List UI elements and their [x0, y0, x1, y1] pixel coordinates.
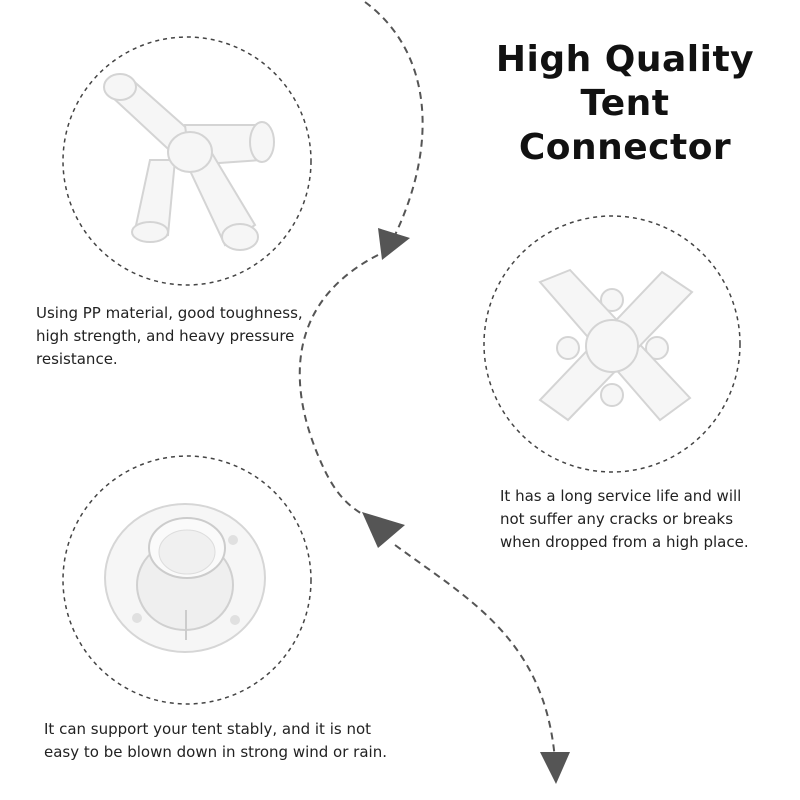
feature-caption-material: Using PP material, good toughness, high …: [36, 302, 326, 371]
caption-line: It can support your tent stably, and it …: [44, 720, 372, 738]
base-connector-image: [104, 503, 266, 653]
angled-connector-image: [103, 73, 275, 251]
flow-path: [298, 1, 556, 761]
title-line-1: High Quality: [495, 39, 755, 80]
caption-line: resistance.: [36, 350, 118, 368]
arrowhead-icon: [362, 512, 405, 548]
arrowhead-icon: [378, 228, 410, 260]
cross-connector-image: [538, 268, 694, 422]
page-title: High Quality Tent Connector: [470, 38, 780, 170]
caption-line: It has a long service life and will: [500, 487, 742, 505]
title-line-2: Tent Connector: [518, 83, 732, 168]
caption-line: Using PP material, good toughness,: [36, 304, 303, 322]
arrowhead-icon: [540, 752, 570, 784]
caption-line: easy to be blown down in strong wind or …: [44, 743, 387, 761]
product-circle-base-connector: [62, 455, 312, 705]
caption-line: not suffer any cracks or breaks: [500, 510, 734, 528]
caption-line: high strength, and heavy pressure: [36, 327, 295, 345]
feature-caption-stability: It can support your tent stably, and it …: [44, 718, 404, 764]
caption-line: when dropped from a high place.: [500, 533, 749, 551]
product-circle-cross-connector: [483, 215, 741, 473]
feature-caption-durability: It has a long service life and will not …: [500, 485, 780, 554]
product-circle-angled-connector: [62, 36, 312, 286]
